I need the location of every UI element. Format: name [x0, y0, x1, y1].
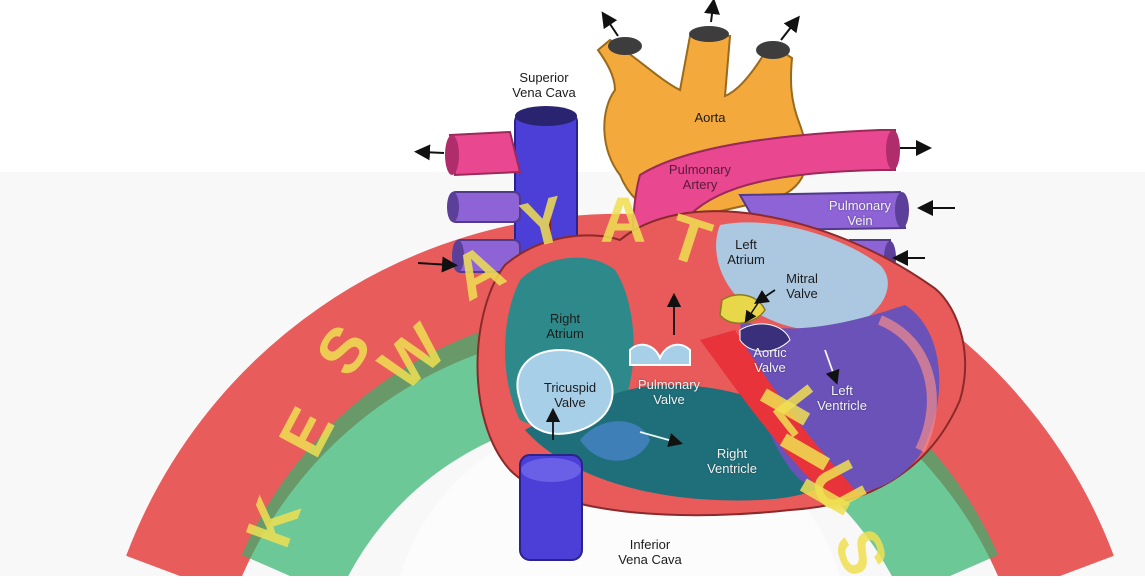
label-aorta: Aorta — [670, 110, 750, 125]
label-left-atrium: Left Atrium — [716, 237, 776, 267]
label-pulmonary-artery: Pulmonary Artery — [650, 162, 750, 192]
label-pulmonary-vein: Pulmonary Vein — [808, 198, 912, 228]
label-aortic-valve: Aortic Valve — [738, 345, 802, 375]
inferior-vena-cava — [520, 455, 582, 560]
label-left-ventricle: Left Ventricle — [800, 383, 884, 413]
label-pulmonary-valve: Pulmonary Valve — [628, 377, 710, 407]
label-mitral-valve: Mitral Valve — [770, 271, 834, 301]
label-superior-vena-cava: Superior Vena Cava — [490, 70, 598, 100]
label-right-ventricle: Right Ventricle — [690, 446, 774, 476]
watermark-letter: A — [600, 188, 646, 252]
label-right-atrium: Right Atrium — [530, 311, 600, 341]
label-inferior-vena-cava: Inferior Vena Cava — [598, 537, 702, 567]
label-tricuspid-valve: Tricuspid Valve — [530, 380, 610, 410]
